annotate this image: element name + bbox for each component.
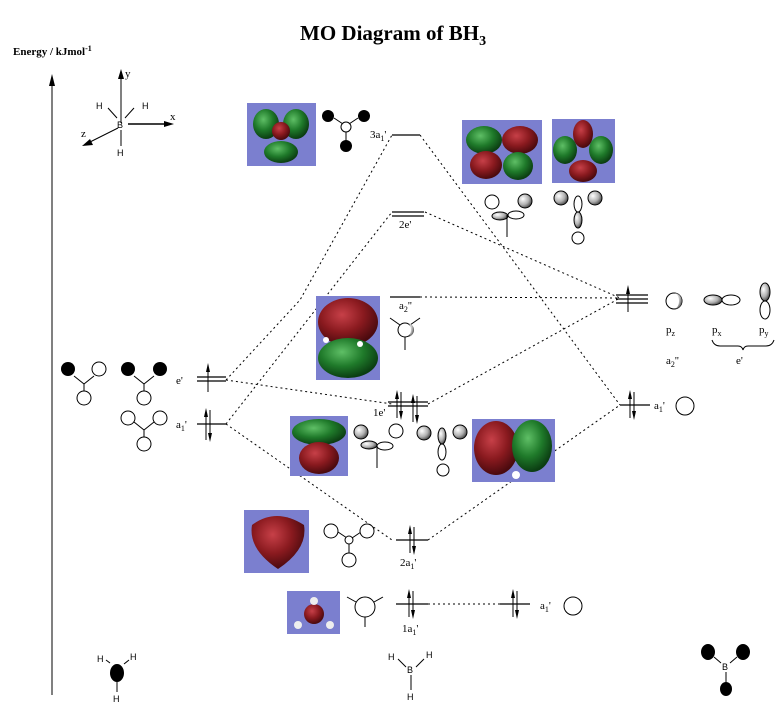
mo-level-1e: 1e' bbox=[373, 390, 428, 424]
orbital-render-1e-a bbox=[290, 416, 348, 476]
svg-text:e': e' bbox=[736, 355, 743, 367]
svg-text:1e': 1e' bbox=[373, 407, 385, 419]
energy-axis-label: Energy / kJmol-1 bbox=[13, 44, 92, 58]
svg-text:H: H bbox=[117, 148, 124, 158]
boron-p-level bbox=[616, 285, 648, 312]
boron-1s-level: a1' bbox=[500, 589, 583, 619]
orbital-render-2e-a bbox=[462, 120, 542, 184]
salc-a1-sketch bbox=[120, 410, 168, 452]
orbital-render-1e-b bbox=[472, 419, 555, 482]
svg-text:H: H bbox=[142, 101, 149, 111]
diagram-title: MO Diagram of BH3 bbox=[300, 21, 486, 49]
orbital-render-1a1 bbox=[287, 591, 340, 634]
svg-text:3a1': 3a1' bbox=[370, 129, 386, 143]
orbital-sketch-2e-b bbox=[553, 190, 603, 245]
orbital-render-2a1 bbox=[244, 510, 309, 573]
boron-p-orbitals: pz px py a2'' e' bbox=[665, 282, 775, 369]
boron-atom: B bbox=[701, 644, 750, 696]
salc-e-sketch-1 bbox=[61, 361, 107, 406]
orbital-sketch-1e-a bbox=[353, 423, 404, 468]
orbital-sketch-2a1 bbox=[323, 523, 375, 568]
orbital-sketch-1a1 bbox=[346, 596, 384, 627]
svg-text:py: py bbox=[759, 324, 769, 338]
salc-e-sketch-2 bbox=[121, 362, 167, 406]
svg-text:H: H bbox=[97, 654, 104, 664]
mo-level-2a1: 2a1' bbox=[396, 525, 428, 571]
svg-text:H: H bbox=[96, 101, 103, 111]
svg-text:2e': 2e' bbox=[399, 219, 411, 231]
h3-fragment: H H H bbox=[97, 652, 137, 704]
energy-axis-arrow-icon bbox=[49, 74, 55, 86]
orbital-sketch-1e-b bbox=[416, 424, 468, 477]
mo-level-3a1: 3a1' bbox=[370, 129, 420, 143]
svg-text:a2'': a2'' bbox=[666, 355, 679, 369]
svg-text:x: x bbox=[170, 111, 176, 123]
mo-level-2e: 2e' bbox=[392, 211, 424, 231]
svg-text:H: H bbox=[426, 650, 433, 660]
correlation-lines bbox=[225, 134, 621, 605]
svg-text:a2'': a2'' bbox=[399, 300, 412, 314]
ligand-e-prime-level: e' bbox=[176, 363, 226, 392]
svg-text:pz: pz bbox=[666, 324, 676, 338]
svg-text:y: y bbox=[125, 68, 131, 80]
coordinate-axes: y x z B H H H bbox=[81, 68, 176, 158]
svg-text:a1': a1' bbox=[176, 419, 187, 433]
svg-text:e': e' bbox=[176, 375, 183, 387]
bh3-molecule: B H H H bbox=[388, 650, 433, 702]
boron-2s-level: a1' bbox=[620, 390, 695, 420]
svg-text:B: B bbox=[722, 662, 728, 672]
svg-text:B: B bbox=[117, 120, 123, 130]
mo-level-a2pp: a2'' bbox=[390, 296, 420, 314]
svg-text:a1': a1' bbox=[654, 400, 665, 414]
svg-text:2a1': 2a1' bbox=[400, 557, 416, 571]
orbital-sketch-a2pp bbox=[389, 317, 421, 350]
svg-text:H: H bbox=[130, 652, 137, 662]
svg-text:H: H bbox=[388, 652, 395, 662]
svg-text:H: H bbox=[113, 694, 120, 704]
ligand-a1-prime-level: a1' bbox=[176, 408, 226, 442]
orbital-render-3a1 bbox=[247, 103, 316, 166]
svg-text:z: z bbox=[81, 128, 86, 140]
svg-text:1a1': 1a1' bbox=[402, 623, 418, 637]
svg-text:B: B bbox=[407, 665, 413, 675]
orbital-sketch-2e-a bbox=[484, 193, 533, 237]
svg-text:a1': a1' bbox=[540, 600, 551, 614]
svg-text:H: H bbox=[407, 692, 414, 702]
orbital-render-2e-b bbox=[552, 119, 615, 183]
orbital-sketch-3a1 bbox=[322, 110, 370, 152]
mo-level-1a1: 1a1' bbox=[396, 589, 428, 637]
svg-text:px: px bbox=[712, 324, 722, 338]
orbital-render-a2pp bbox=[316, 296, 380, 380]
